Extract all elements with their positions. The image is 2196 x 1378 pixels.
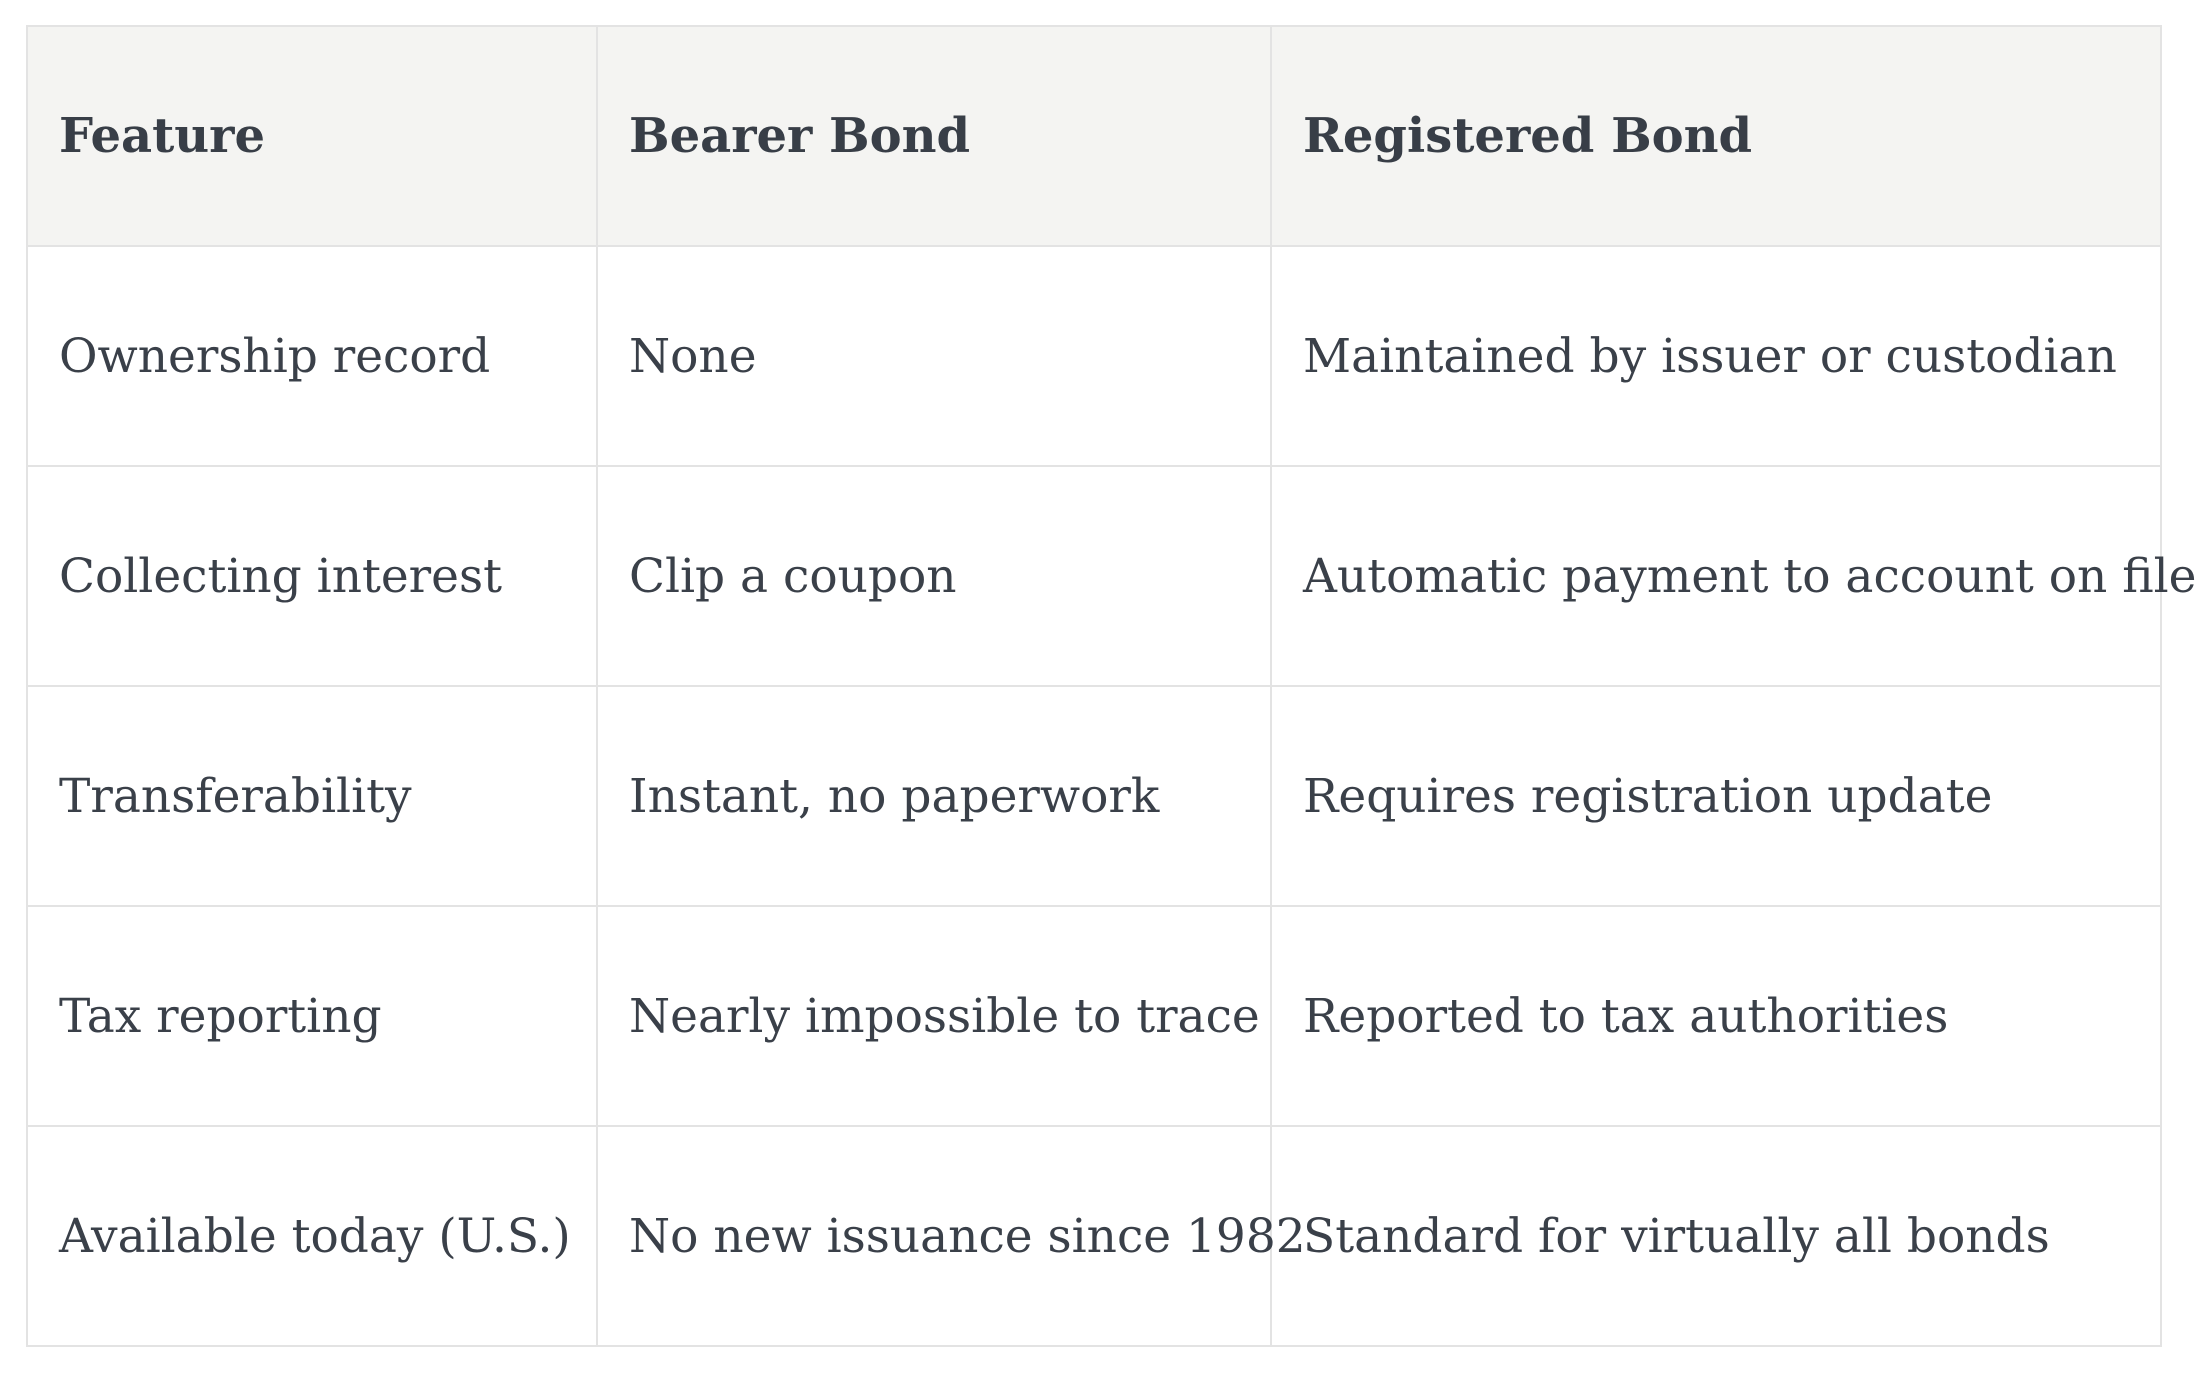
cell-registered: Standard for virtually all bonds (1270, 1125, 2162, 1347)
cell-feature: Available today (U.S.) (26, 1125, 598, 1347)
table-row: Collecting interest Clip a coupon Automa… (26, 465, 2196, 687)
cell-registered: Requires registration update (1270, 685, 2162, 907)
header-registered-bond: Registered Bond (1270, 25, 2162, 247)
table-row: Transferability Instant, no paperwork Re… (26, 685, 2162, 907)
cell-registered: Automatic payment to account on file (1270, 465, 2196, 687)
table-row: Available today (U.S.) No new issuance s… (26, 1125, 2162, 1347)
bond-comparison-table: Feature Bearer Bond Registered Bond Owne… (26, 25, 2196, 1347)
cell-feature: Ownership record (26, 245, 598, 467)
table-header-row: Feature Bearer Bond Registered Bond (26, 25, 2162, 247)
table-row: Tax reporting Nearly impossible to trace… (26, 905, 2162, 1127)
cell-bearer: None (596, 245, 1272, 467)
cell-feature: Collecting interest (26, 465, 598, 687)
cell-registered: Reported to tax authorities (1270, 905, 2162, 1127)
cell-feature: Transferability (26, 685, 598, 907)
cell-bearer: Instant, no paperwork (596, 685, 1272, 907)
cell-registered: Maintained by issuer or custodian (1270, 245, 2162, 467)
header-bearer-bond: Bearer Bond (596, 25, 1272, 247)
cell-bearer: Nearly impossible to trace (596, 905, 1272, 1127)
header-feature: Feature (26, 25, 598, 247)
comparison-table-container: Feature Bearer Bond Registered Bond Owne… (26, 25, 2196, 1347)
cell-bearer: No new issuance since 1982 (596, 1125, 1306, 1347)
cell-bearer: Clip a coupon (596, 465, 1272, 687)
table-row: Ownership record None Maintained by issu… (26, 245, 2162, 467)
cell-feature: Tax reporting (26, 905, 598, 1127)
